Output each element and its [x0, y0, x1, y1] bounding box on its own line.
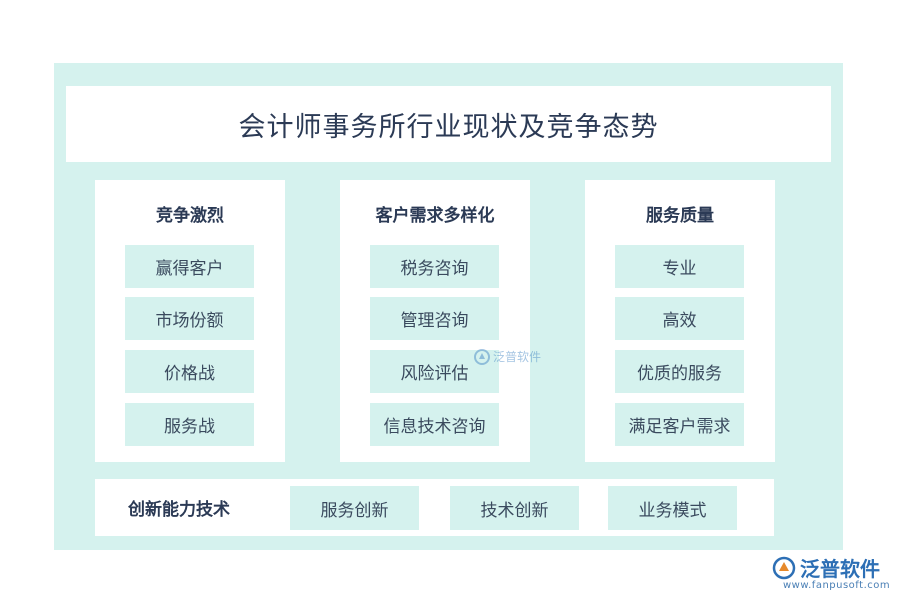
column-item: 服务战 [125, 403, 254, 446]
brand-name: 泛普软件 [800, 557, 880, 581]
column-item: 满足客户需求 [615, 403, 744, 446]
column-item: 信息技术咨询 [370, 403, 499, 446]
column-item: 优质的服务 [615, 350, 744, 393]
diagram-title: 会计师事务所行业现状及竞争态势 [66, 86, 831, 162]
watermark-text: 泛普软件 [493, 350, 542, 364]
column-item: 风险评估 [370, 350, 499, 393]
column-item: 高效 [615, 297, 744, 340]
innovation-item: 服务创新 [290, 486, 419, 530]
column-item: 专业 [615, 245, 744, 288]
column-heading: 服务质量 [646, 206, 714, 226]
fanpu-watermark-icon [474, 348, 490, 365]
column-client-needs: 客户需求多样化 税务咨询 管理咨询 风险评估 信息技术咨询 [340, 180, 530, 462]
fanpu-logo-icon [772, 556, 796, 579]
brand-logo: 泛普软件 [772, 553, 880, 582]
column-service-quality: 服务质量 专业 高效 优质的服务 满足客户需求 [585, 180, 775, 462]
column-competition: 竞争激烈 赢得客户 市场份额 价格战 服务战 [95, 180, 285, 462]
brand-url: www.fanpusoft.com [783, 580, 891, 591]
innovation-item: 技术创新 [450, 486, 579, 530]
column-item: 税务咨询 [370, 245, 499, 288]
innovation-label: 创新能力技术 [128, 500, 230, 520]
innovation-row: 创新能力技术 服务创新 技术创新 业务模式 [95, 479, 774, 536]
innovation-item: 业务模式 [608, 486, 737, 530]
column-item: 市场份额 [125, 297, 254, 340]
column-heading: 竞争激烈 [156, 206, 224, 226]
column-heading: 客户需求多样化 [375, 206, 495, 226]
column-item: 价格战 [125, 350, 254, 393]
column-item: 赢得客户 [125, 245, 254, 288]
column-item: 管理咨询 [370, 297, 499, 340]
watermark: 泛普软件 [474, 348, 541, 365]
